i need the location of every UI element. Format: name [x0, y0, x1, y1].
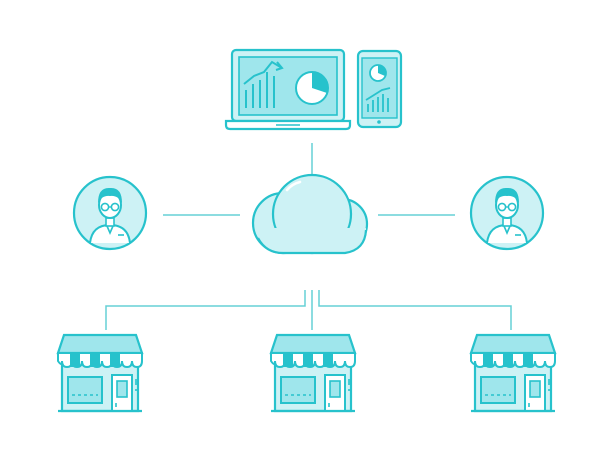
connectors	[105, 143, 512, 330]
storefront-icon	[469, 333, 557, 413]
storefront-icon	[269, 333, 357, 413]
storefront-icon	[56, 333, 144, 413]
cloud-icon	[251, 173, 369, 255]
connector-cloud-store-right	[318, 290, 512, 330]
user-avatar-right	[469, 175, 545, 251]
user-avatar-icon	[72, 175, 148, 251]
storefront-left	[56, 333, 144, 413]
smartphone-icon	[356, 49, 403, 129]
user-avatar-icon	[469, 175, 545, 251]
bar-chart-icon	[243, 60, 284, 108]
connector-cloud-store-left	[105, 290, 306, 330]
storefront-right	[469, 333, 557, 413]
pie-chart-icon	[295, 71, 329, 105]
laptop-icon	[224, 48, 352, 131]
storefront-center	[269, 333, 357, 413]
user-avatar-left	[72, 175, 148, 251]
